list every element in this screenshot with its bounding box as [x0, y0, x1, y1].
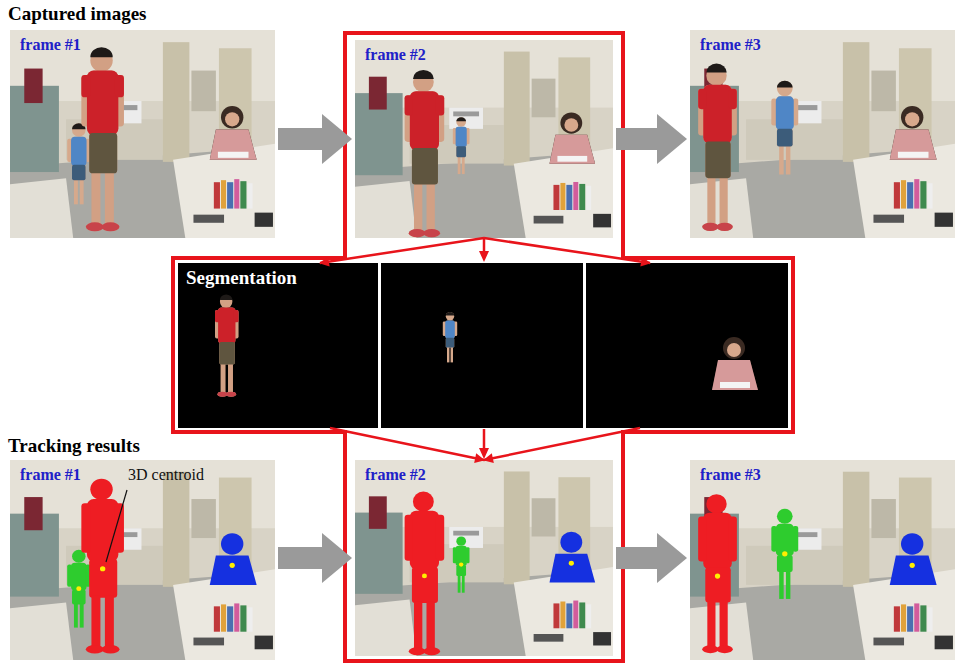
- frame-label: frame #3: [700, 466, 761, 484]
- flow-arrow: [278, 533, 352, 583]
- flow-arrow: [616, 533, 687, 583]
- arrow-shaft: [616, 547, 658, 569]
- arrow-head: [657, 533, 687, 583]
- image-panel: frame #3: [690, 30, 955, 238]
- frame-label: frame #1: [20, 466, 81, 484]
- arrow-head: [322, 533, 352, 583]
- tracking-photo: [10, 460, 275, 660]
- arrow-head: [322, 114, 352, 164]
- image-panel: frame #1 3D centroid: [10, 460, 275, 660]
- frame-label: frame #2: [365, 46, 426, 64]
- captured-photo: [690, 30, 955, 238]
- flow-arrow: [278, 114, 352, 164]
- segmentation-images: [178, 263, 788, 428]
- tracking-photo: [355, 460, 613, 656]
- flow-arrow: [479, 239, 489, 262]
- captured-photo: [355, 40, 613, 238]
- captured-photo: [10, 30, 275, 238]
- split-arrows: [320, 238, 650, 460]
- arrow-shaft: [278, 128, 323, 150]
- flow-arrow: [479, 429, 489, 459]
- frame-label: frame #1: [20, 36, 81, 54]
- section-heading: Tracking results: [8, 435, 140, 457]
- image-panel: frame #2: [355, 40, 613, 238]
- arrow-head: [479, 448, 489, 459]
- arrow-shaft: [616, 128, 658, 150]
- callout-label: 3D centroid: [128, 466, 204, 484]
- tracking-photo: [690, 460, 955, 660]
- frame-label: frame #2: [365, 466, 426, 484]
- flow-arrow: [616, 114, 687, 164]
- leader-line: [106, 490, 127, 562]
- image-panel: frame #1: [10, 30, 275, 238]
- panel-title: Segmentation: [186, 267, 297, 289]
- arrow-shaft: [483, 429, 486, 449]
- arrow-shaft: [483, 239, 486, 252]
- arrow-head: [657, 114, 687, 164]
- arrow-shaft: [278, 547, 323, 569]
- arrow-head: [479, 251, 489, 262]
- image-panel: frame #2: [355, 460, 613, 656]
- image-panel: frame #3: [690, 460, 955, 660]
- section-heading: Captured images: [8, 3, 146, 25]
- segmentation-panel: Segmentation: [178, 263, 788, 428]
- frame-label: frame #3: [700, 36, 761, 54]
